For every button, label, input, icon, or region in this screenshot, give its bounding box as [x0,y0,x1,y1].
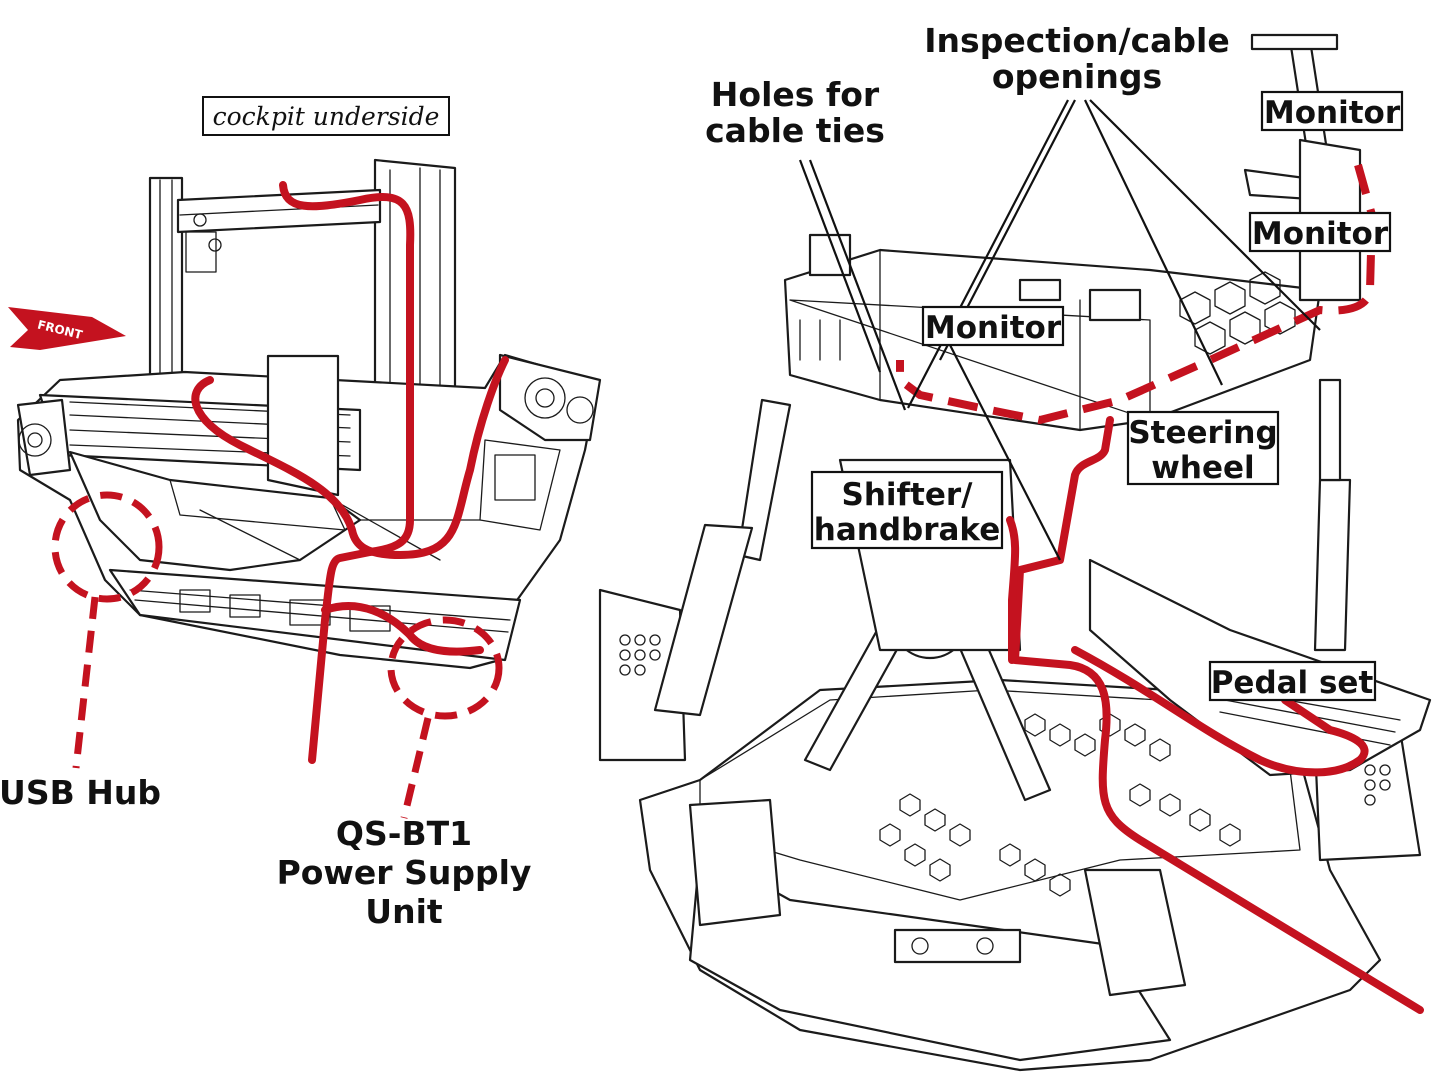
psu-label-line3: Unit [365,892,443,931]
monitor-top-text: Monitor [1264,95,1401,131]
psu-label-line2: Power Supply [277,853,532,892]
power-supply-marker: QS-BT1 Power Supply Unit [277,616,532,931]
steering-text-line2: wheel [1151,450,1254,486]
holes-for-cable-ties-label: Holes for cable ties [705,75,885,150]
shifter-text-line2: handbrake [814,512,1000,548]
actuator-housings [598,588,1422,997]
psu-label-line1: QS-BT1 [336,814,472,853]
pedal-set-text: Pedal set [1211,665,1374,701]
inspection-openings-label: Inspection/cable openings [924,21,1229,96]
usb-hub-marker: USB Hub [0,491,163,812]
monitor-center-text: Monitor [925,310,1062,346]
cockpit-underside-view: cockpit underside FRONT [0,96,602,931]
steering-wheel-label: Steering wheel [1126,410,1280,486]
inspection-label-line2: openings [992,57,1162,96]
monitor-top-label: Monitor [1260,90,1404,132]
steering-text-line1: Steering [1128,415,1277,451]
monitor-mid-label: Monitor [1248,211,1392,253]
monitor-center-label: Monitor [921,305,1065,347]
cockpit-frame [16,353,602,670]
inspection-label-line1: Inspection/cable [924,21,1229,60]
cockpit-underside-caption: cockpit underside [202,96,450,136]
platform-cable-route [896,163,1424,1014]
shifter-text-line1: Shifter/ [842,477,974,513]
shifter-handbrake-label: Shifter/ handbrake [810,470,1004,550]
holes-label-line1: Holes for [711,75,880,114]
front-arrow-icon: FRONT [8,307,126,350]
pedal-set-label: Pedal set [1208,660,1377,702]
motion-platform-view: Holes for cable ties Inspection/cable op… [598,21,1432,1072]
cockpit-cable-route [191,181,509,764]
holes-label-line2: cable ties [705,111,885,150]
platform-base [638,678,1382,1072]
usb-hub-label: USB Hub [0,773,161,812]
monitor-mid-text: Monitor [1252,216,1389,252]
actuator-legs [653,378,1352,802]
caption-text: cockpit underside [213,102,440,131]
